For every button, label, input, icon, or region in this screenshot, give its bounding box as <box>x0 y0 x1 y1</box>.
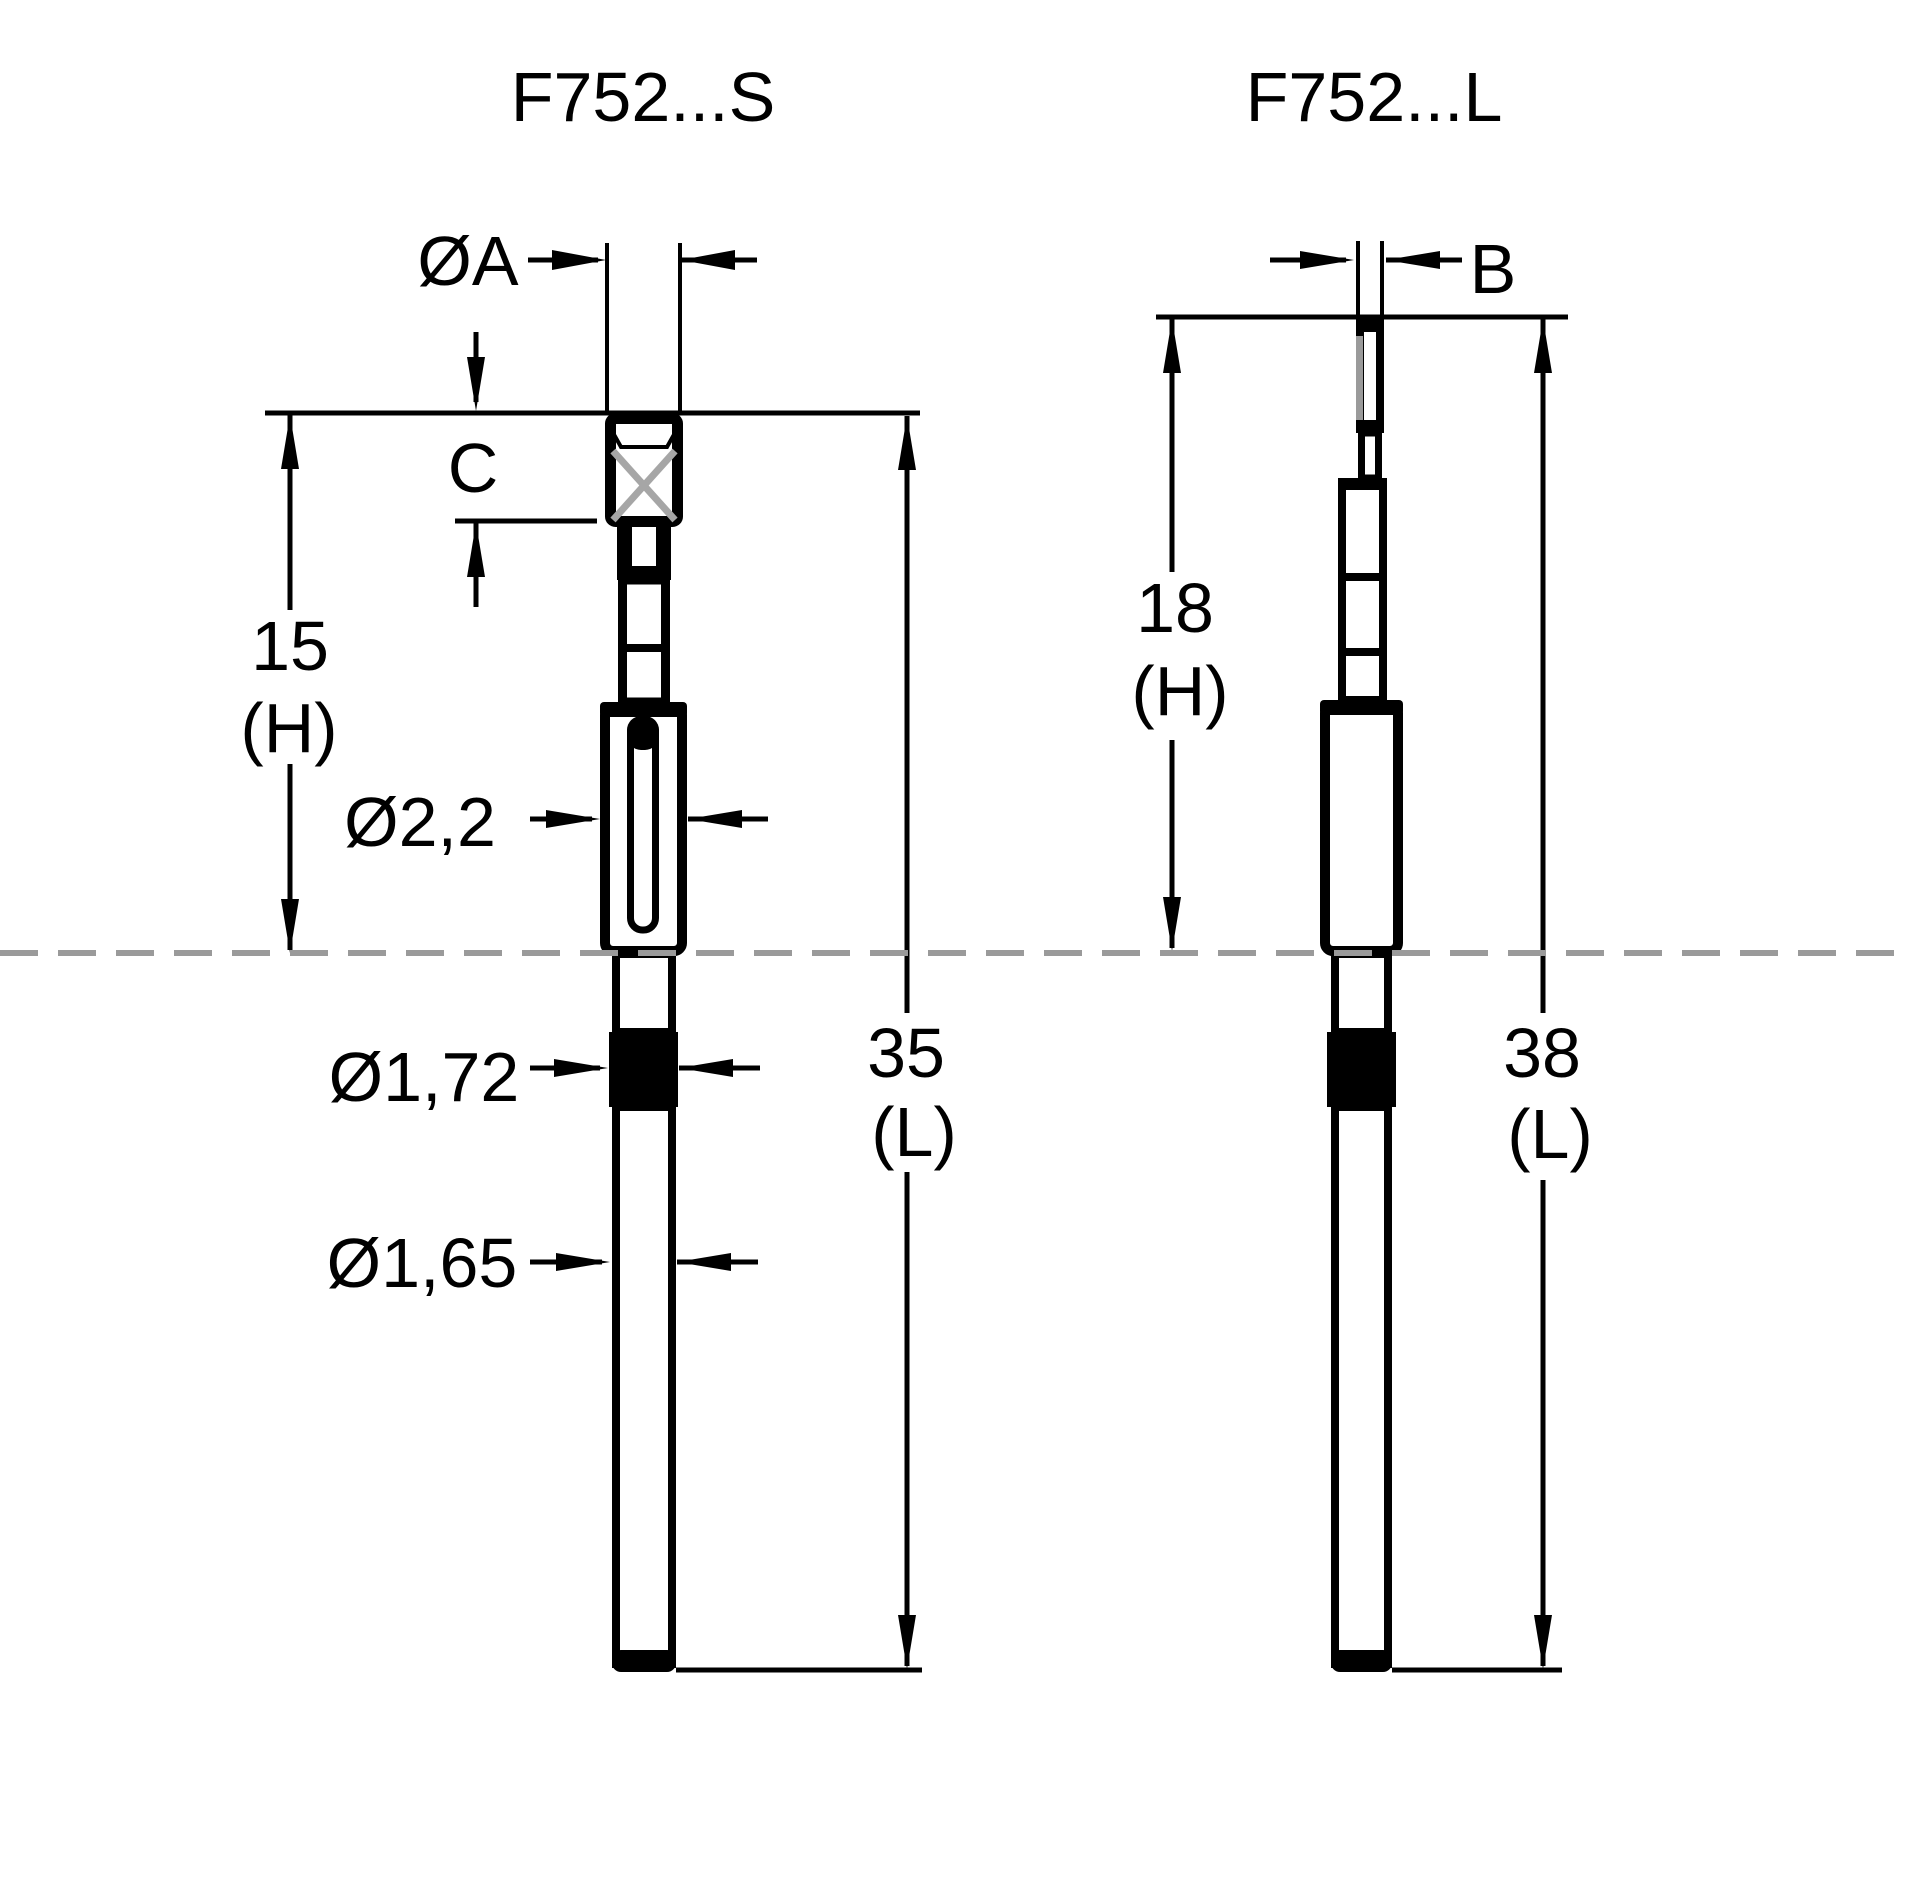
probe-l-collar-band <box>1327 1032 1396 1107</box>
label-l-right: (L) <box>1507 1095 1593 1173</box>
probe-s-collar-band <box>609 1032 678 1107</box>
label-h-left: (H) <box>240 689 338 767</box>
dim-38-l <box>1392 319 1562 1673</box>
label-38: 38 <box>1503 1014 1581 1092</box>
dim-18-h <box>1163 319 1181 951</box>
probe-l-neck <box>1338 478 1387 704</box>
dim-phi-a <box>528 243 757 411</box>
probe-s-title: F752...S <box>510 58 776 136</box>
label-phi-2-2: Ø2,2 <box>344 783 496 861</box>
dim-35-l <box>676 416 922 1673</box>
label-phi-a: ØA <box>417 222 519 300</box>
probe-s-shaft <box>609 950 678 1672</box>
label-b: B <box>1469 230 1517 308</box>
label-35: 35 <box>867 1014 945 1092</box>
dim-phi-2-2 <box>530 810 768 828</box>
probe-s-head <box>605 413 683 527</box>
label-h-right: (H) <box>1131 652 1229 730</box>
dim-phi-1-72 <box>530 1059 760 1077</box>
probe-s-outline <box>265 243 922 1673</box>
dim-c <box>455 332 597 607</box>
dim-b <box>1270 241 1462 316</box>
probe-s-clip <box>617 527 671 580</box>
probe-l-barrel <box>1320 700 1403 956</box>
probe-l-needle <box>1356 318 1384 482</box>
dim-15-h <box>281 415 299 953</box>
label-15: 15 <box>251 607 329 685</box>
label-c: C <box>447 429 499 507</box>
label-18: 18 <box>1136 569 1214 647</box>
probe-l-shaft <box>1327 950 1396 1672</box>
dim-phi-1-65 <box>530 1253 758 1271</box>
probe-s-barrel <box>600 702 687 956</box>
label-phi-1-65: Ø1,65 <box>326 1224 518 1302</box>
probe-l-outline <box>1156 241 1568 1673</box>
probe-l-title: F752...L <box>1245 58 1503 136</box>
label-phi-1-72: Ø1,72 <box>328 1038 520 1116</box>
probe-s-neck <box>618 575 670 707</box>
label-l-left: (L) <box>871 1093 957 1171</box>
